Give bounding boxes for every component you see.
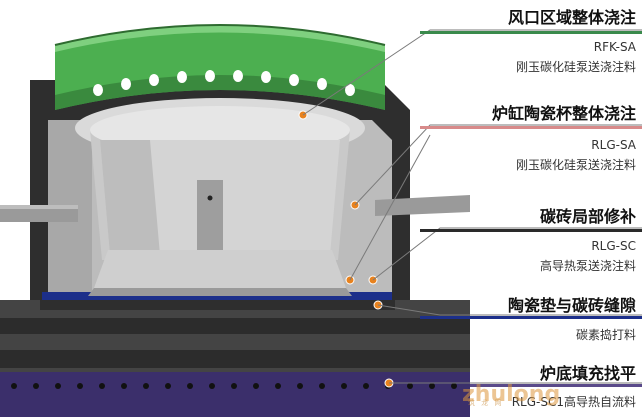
rule-section-4 [420,316,642,319]
center-notch [197,180,223,250]
section-5-title: 炉底填充找平 [539,364,636,383]
section-1-desc: 刚玉碳化硅泵送浇注料 [515,60,636,74]
section-5-code: RLG-SC1 [511,395,564,409]
tuyere-left [0,205,78,222]
section-5-line: RLG-SC1高导热自流料 [512,393,636,411]
section-3-desc: 高导热泵送浇注料 [539,259,636,273]
watermark-sub: 筑 龙 网 [468,399,504,407]
section-4-desc: 碳素捣打料 [575,328,636,342]
section-3-title: 碳砖局部修补 [539,207,636,226]
section-3-code: RLG-SC [591,239,636,253]
rule-section-1 [420,31,642,34]
section-2-title: 炉缸陶瓷杯整体浇注 [491,104,636,123]
leader-lines [302,29,642,384]
watermark-logo: zhulong [462,382,561,407]
section-2-desc: 刚玉碳化硅泵送浇注料 [515,158,636,172]
hearth-bottom-layer [0,372,470,417]
section-2-code: RLG-SA [591,138,636,152]
section-1-code: RFK-SA [593,40,636,54]
section-1-title: 风口区域整体浇注 [507,8,636,27]
rule-section-5 [470,384,642,387]
section-5-desc: 高导热自流料 [563,395,636,409]
tuyere-right [375,195,470,216]
rule-section-2 [420,126,642,129]
cup-floor [94,250,346,288]
tuyere-holes [93,70,355,96]
ring-top-rim [54,24,386,46]
section-4-title: 陶瓷垫与碳砖缝隙 [507,296,636,315]
rule-section-3 [420,229,642,232]
